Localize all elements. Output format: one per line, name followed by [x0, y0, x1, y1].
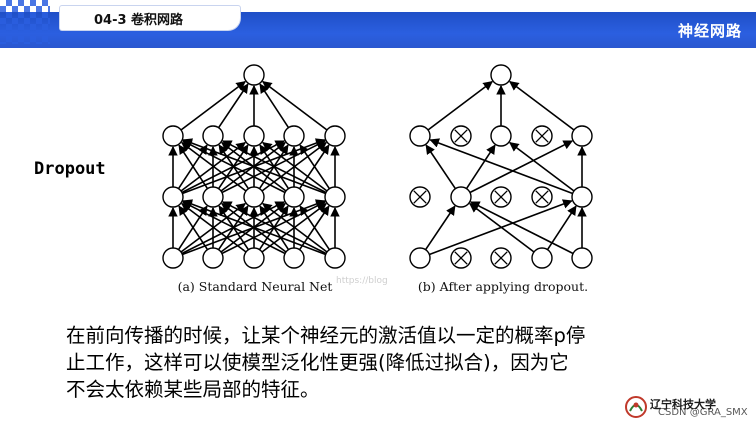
hidden-node — [162, 186, 184, 208]
input-node — [571, 247, 593, 269]
header-tab — [60, 6, 240, 30]
edge — [182, 199, 326, 256]
hidden-node — [283, 186, 305, 208]
explanation-text: 在前向传播的时候，让某个神经元的激活值以一定的概率p停 止工作，这样可以使模型泛… — [66, 322, 696, 403]
edge — [181, 201, 286, 255]
explanation-line-2: 止工作，这样可以使模型泛化性更强(降低过拟合)，因为它 — [66, 351, 569, 374]
edge — [221, 201, 327, 255]
course-title: 神经网路 — [677, 22, 742, 40]
hidden-node — [243, 186, 265, 208]
hidden-node — [324, 186, 346, 208]
edge — [221, 140, 327, 194]
blog-watermark: https://blog — [336, 276, 388, 286]
output-node — [490, 64, 512, 86]
edge — [469, 201, 574, 255]
edge — [299, 205, 331, 251]
input-node — [409, 247, 431, 269]
hidden-node — [202, 125, 224, 147]
hidden-node — [571, 125, 593, 147]
hidden-node — [202, 186, 224, 208]
edge — [509, 141, 575, 192]
csdn-watermark: CSDN @GRA_SMX — [658, 407, 748, 418]
edge — [181, 141, 247, 192]
hidden-node — [490, 125, 512, 147]
hidden-node — [162, 125, 184, 147]
hidden-node — [450, 186, 472, 208]
explanation-line-3: 不会太依赖某些局部的特征。 — [66, 378, 320, 401]
dropout-label: Dropout — [34, 159, 106, 179]
input-node — [162, 247, 184, 269]
edge — [469, 140, 574, 194]
edge — [469, 202, 535, 253]
dropped-node-cross — [454, 251, 468, 265]
hidden-node — [283, 125, 305, 147]
caption-standard: (a) Standard Neural Net — [178, 279, 333, 294]
dropped-node-cross — [454, 129, 468, 143]
standard-net — [162, 64, 346, 269]
edge — [262, 202, 328, 253]
hidden-node — [243, 125, 265, 147]
dropped-node-cross — [413, 190, 427, 204]
output-node — [243, 64, 265, 86]
input-node — [531, 247, 553, 269]
university-name: 辽宁科技大学 — [650, 398, 716, 411]
dropped-node-cross — [535, 190, 549, 204]
dropped-node-cross — [494, 190, 508, 204]
edge — [299, 144, 331, 190]
edge — [425, 144, 457, 190]
edge — [181, 202, 247, 253]
section-title: 04-3 卷积网路 — [94, 13, 184, 28]
dropout-net — [409, 64, 593, 269]
input-node — [202, 247, 224, 269]
edge — [181, 140, 286, 194]
edge — [429, 138, 573, 195]
hidden-node — [324, 125, 346, 147]
edge — [178, 205, 209, 251]
hidden-node — [571, 186, 593, 208]
edge — [259, 83, 290, 129]
dropped-node-cross — [494, 251, 508, 265]
edge — [465, 144, 496, 190]
edge — [262, 141, 328, 192]
input-node — [243, 247, 265, 269]
edge — [182, 138, 326, 195]
edge — [178, 144, 209, 190]
input-node — [324, 247, 346, 269]
edge — [509, 80, 575, 131]
edge — [262, 80, 328, 131]
edge — [427, 80, 493, 131]
dropped-node-cross — [535, 129, 549, 143]
input-node — [283, 247, 305, 269]
edge — [180, 80, 246, 131]
edge — [217, 83, 249, 129]
header-checker-pattern — [0, 0, 50, 44]
edge — [424, 205, 456, 251]
hidden-node — [409, 125, 431, 147]
caption-dropout: (b) After applying dropout. — [418, 279, 588, 294]
explanation-line-1: 在前向传播的时候，让某个神经元的激活值以一定的概率p停 — [66, 324, 586, 347]
university-logo — [625, 396, 647, 418]
